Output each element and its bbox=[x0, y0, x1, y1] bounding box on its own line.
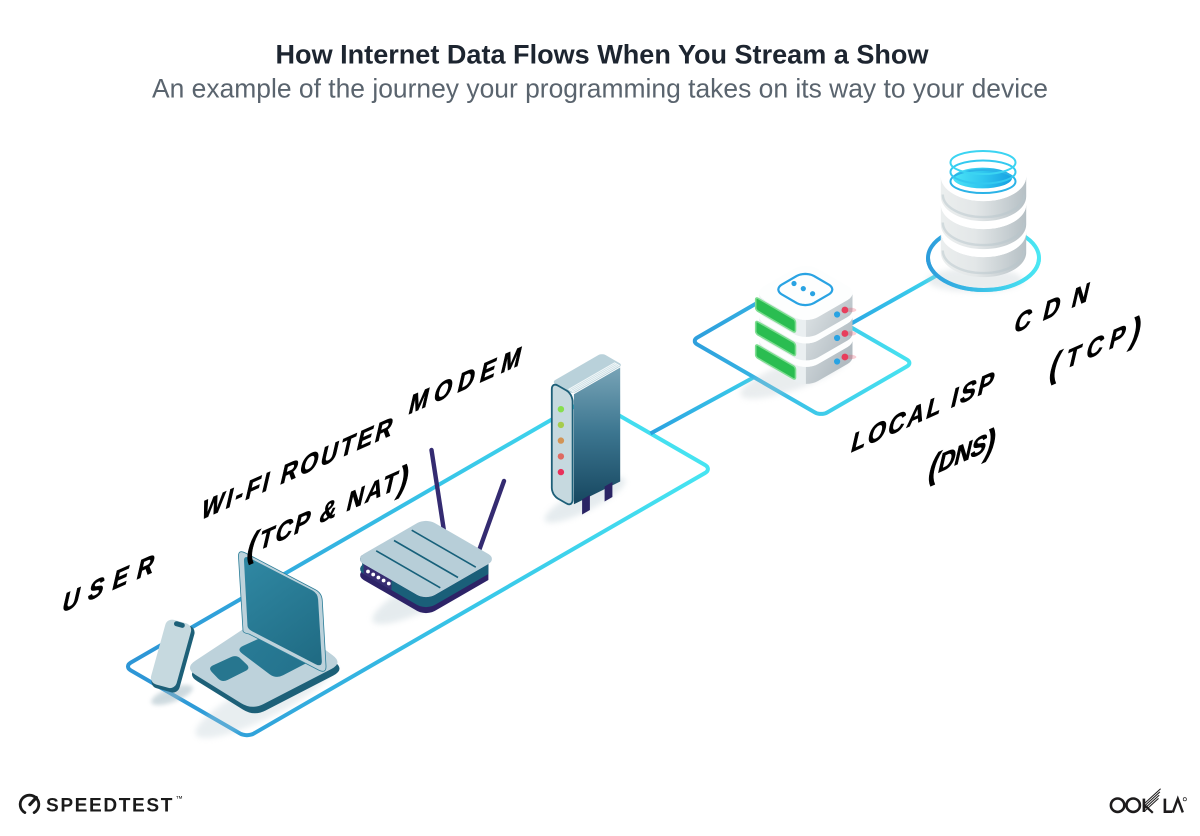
svg-text:How Internet Data Flows When Y: How Internet Data Flows When You Stream … bbox=[276, 40, 930, 70]
svg-text:(DNS): (DNS) bbox=[925, 420, 1001, 490]
svg-text:MODEM: MODEM bbox=[406, 337, 531, 421]
svg-text:SPEEDTEST: SPEEDTEST bbox=[46, 796, 174, 817]
svg-text:™: ™ bbox=[176, 794, 184, 803]
svg-text:USER: USER bbox=[60, 543, 167, 620]
svg-text:An example of the journey your: An example of the journey your programmi… bbox=[152, 74, 1048, 104]
